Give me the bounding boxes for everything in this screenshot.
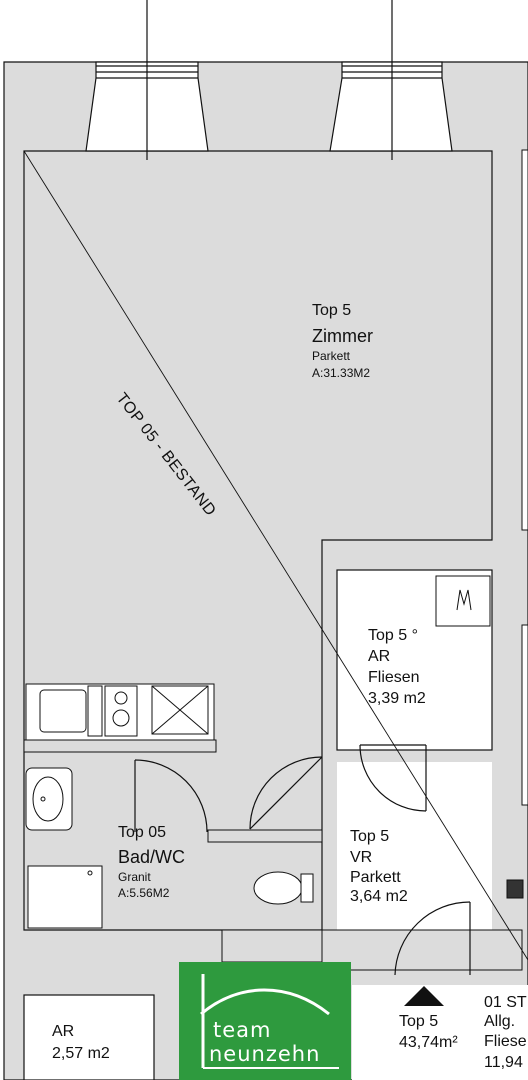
room-right-lower-floor bbox=[352, 985, 528, 1080]
window-frames bbox=[96, 0, 442, 160]
kitchen-unit bbox=[25, 683, 215, 741]
vr-floor-label: Parkett bbox=[350, 869, 401, 886]
room-lower-ar-floor bbox=[23, 994, 155, 1080]
team-neunzehn-logo: team neunzehn bbox=[179, 962, 351, 1080]
vr-area-label: 3,64 m2 bbox=[350, 888, 408, 905]
neighbor-label-4: 11,94 bbox=[484, 1054, 523, 1071]
ar-area-label: 3,39 m2 bbox=[368, 690, 426, 707]
right-room-strip-2 bbox=[521, 624, 528, 806]
vr-name-label: VR bbox=[350, 849, 373, 866]
unit-total-top-label: Top 5 bbox=[399, 1013, 439, 1030]
logo-text-neunzehn: neunzehn bbox=[209, 1042, 321, 1066]
ar-lower-name-label: AR bbox=[52, 1023, 75, 1040]
ar-floor-label: Fliesen bbox=[368, 669, 420, 686]
right-room-strip bbox=[521, 149, 528, 531]
unit-total-area-label: 43,74m² bbox=[399, 1034, 458, 1051]
bad-top-label: Top 05 bbox=[118, 824, 167, 841]
entrance-marker-icon bbox=[404, 986, 444, 1006]
ar-top-label: Top 5 ° bbox=[368, 627, 418, 644]
neighbor-label-1: 01 ST bbox=[484, 994, 527, 1011]
zimmer-floor-label: Parkett bbox=[312, 349, 351, 363]
neighbor-label-3: Fliese bbox=[484, 1033, 527, 1050]
zimmer-name-label: Zimmer bbox=[312, 326, 373, 346]
vr-top-label: Top 5 bbox=[350, 828, 390, 845]
ar-name-label: AR bbox=[368, 648, 391, 665]
bath-fixtures bbox=[25, 767, 314, 929]
logo-roof-icon bbox=[200, 974, 339, 1069]
doors bbox=[134, 744, 471, 976]
window-recess-right bbox=[329, 61, 453, 152]
neighbor-label-2: Allg. bbox=[484, 1013, 516, 1030]
bestand-diagonal bbox=[23, 150, 528, 961]
zimmer-top-label: Top 5 bbox=[312, 302, 352, 319]
bad-name-label: Bad/WC bbox=[118, 847, 186, 867]
logo-text-team: team bbox=[213, 1018, 272, 1042]
wardrobe bbox=[435, 575, 491, 627]
lower-walls bbox=[221, 929, 523, 971]
shaft-marker-icon bbox=[506, 879, 524, 899]
zimmer-area-label: A:31.33M2 bbox=[312, 366, 371, 380]
bad-floor-label: Granit bbox=[118, 870, 151, 884]
bad-area-label: A:5.56M2 bbox=[118, 886, 170, 900]
bathroom-walls bbox=[23, 739, 323, 843]
ar-lower-area-label: 2,57 m2 bbox=[52, 1045, 110, 1062]
